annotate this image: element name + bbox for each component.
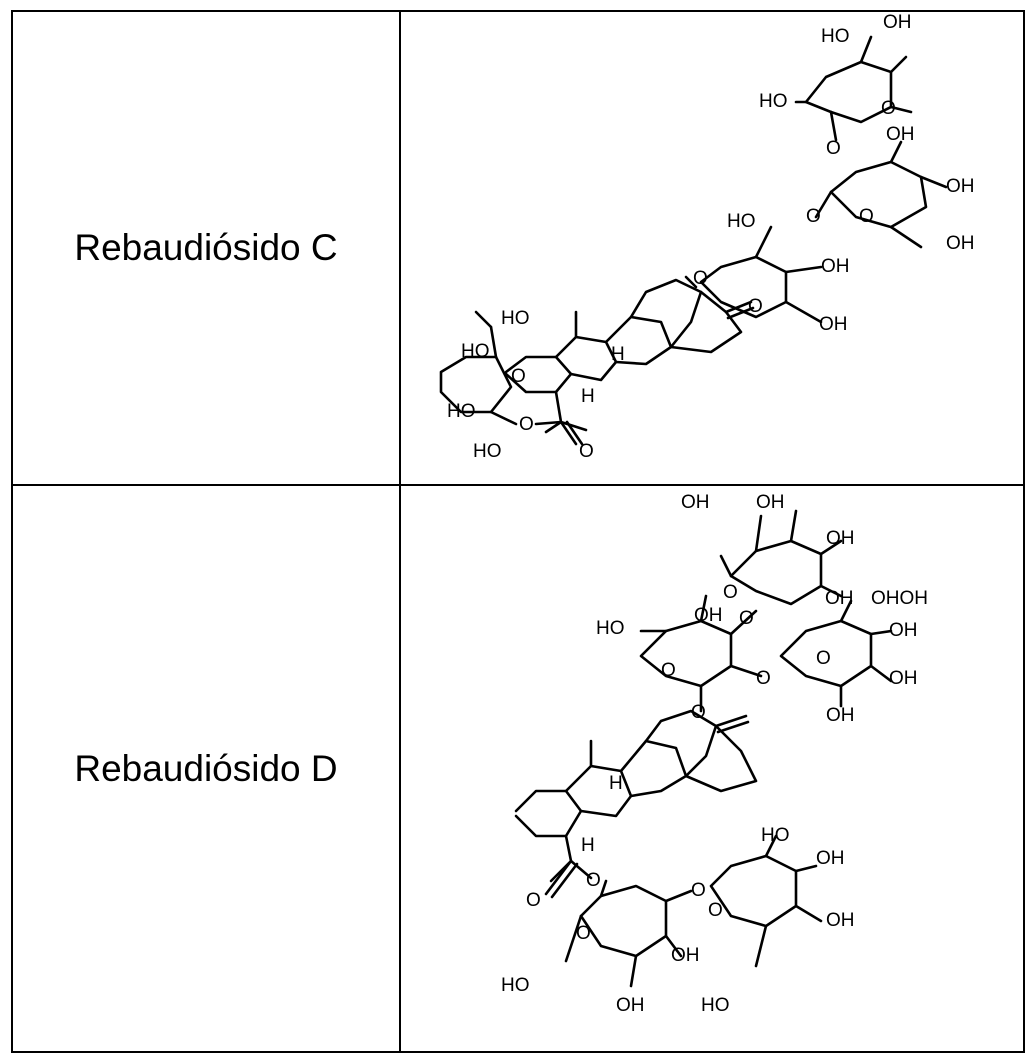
label: HO [501,308,530,329]
label: H [581,835,595,856]
compound-name-cell: Rebaudiósido D [11,484,401,1053]
label: HO [501,975,530,996]
label: OH [946,233,975,254]
label: H [609,773,623,794]
label: H [581,386,595,407]
label: OH [946,176,975,197]
label: O [756,668,771,689]
label: O [826,138,841,159]
label: O [739,608,754,629]
structure-rebaudioside-d: OH OH OH O OH OHOH OH HO O O OH O O OH O… [501,492,928,1016]
label: HO [461,341,490,362]
label: HO [473,441,502,462]
label: OH [756,492,785,513]
compound-table: Rebaudiósido C [11,10,1025,1053]
label: OH [889,668,918,689]
label: O [511,366,526,387]
label: O [806,206,821,227]
label: O [526,890,541,911]
label: OH [826,528,855,549]
label: OH [681,492,710,513]
label: H [611,344,625,365]
label: OH [671,945,700,966]
structure-cell: OH OH OH O OH OHOH OH HO O O OH O O OH O… [399,484,1025,1053]
label: OH [821,256,850,277]
label: HO [701,995,730,1016]
label: OH [826,910,855,931]
label: O [691,880,706,901]
rhamnose-ring [794,35,913,142]
label: O [691,702,706,723]
compound-name: Rebaudiósido D [74,747,338,789]
glucose-ring-right [779,599,893,708]
label: OH [819,314,848,335]
label: OH [826,705,855,726]
label: O [748,296,763,317]
label: OH [616,995,645,1016]
aglycone-skeleton [514,709,758,899]
label: OH [886,124,915,145]
compound-name-cell: Rebaudiósido C [11,10,401,486]
glucose-ring-lower-left [564,879,693,988]
glucose-ring-middle [684,225,823,324]
compound-name: Rebaudiósido C [74,227,338,268]
label: HO [821,26,850,47]
label: HO [761,825,790,846]
label: HO [596,618,625,639]
label: O [586,870,601,891]
label: OH [816,848,845,869]
label: O [576,923,591,944]
glucose-ring-upper [719,509,843,606]
table-row: Rebaudiósido D [11,484,1025,1053]
label: O [859,206,874,227]
label: HO [759,91,788,112]
label: O [723,582,738,603]
label: HO [447,401,476,422]
structure-rebaudioside-c: HO OH HO O O OH OH O HO O OH OH O O OH H… [439,12,975,462]
table-row: Rebaudiósido C [11,10,1025,486]
aglycone-skeleton [504,278,755,446]
label: OH [889,620,918,641]
label: O [708,900,723,921]
label: HO [727,211,756,232]
label: OH [883,12,912,33]
label: O [661,660,676,681]
label: OH [825,588,854,609]
glucose-ring-ester [439,310,563,426]
label: O [519,414,534,435]
label: O [579,441,594,462]
glucose-ring-lower-right [709,834,823,968]
glucose-ring-middle [639,594,763,713]
label: O [816,648,831,669]
structure-cell: HO OH HO O O OH OH O HO O OH OH O O OH H… [399,10,1025,486]
label: OH [694,605,723,626]
label: O [693,268,708,289]
label: OHOH [871,588,928,609]
label: O [881,98,896,119]
glucose-ring-upper [814,140,948,249]
